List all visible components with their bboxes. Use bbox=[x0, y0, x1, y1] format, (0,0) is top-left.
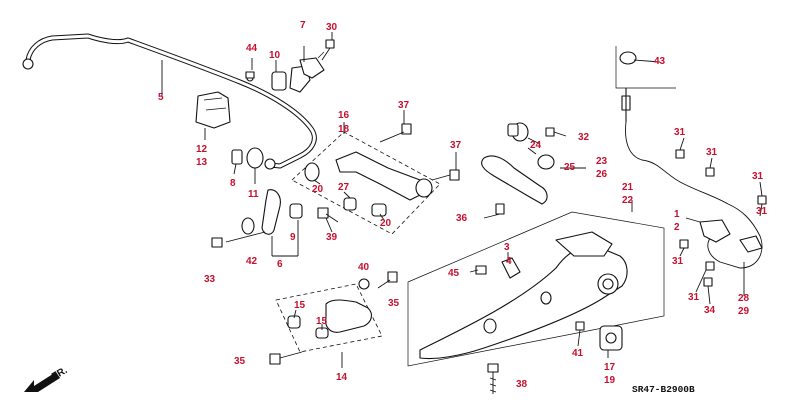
callout-31-d: 31 bbox=[756, 206, 768, 217]
callout-11: 11 bbox=[248, 189, 259, 200]
callout-35-upper: 35 bbox=[388, 298, 400, 309]
callout-45: 45 bbox=[448, 268, 460, 279]
callout-6: 6 bbox=[277, 259, 283, 270]
callout-42: 42 bbox=[246, 256, 258, 267]
leader-lines bbox=[161, 32, 763, 358]
compensator-arm bbox=[481, 122, 555, 219]
bolt-39 bbox=[317, 207, 339, 223]
callout-25: 25 bbox=[564, 162, 576, 173]
callout-7: 7 bbox=[300, 20, 306, 31]
callout-20-right: 20 bbox=[380, 218, 392, 229]
callout-16: 16 bbox=[338, 110, 350, 121]
callout-15-bottom: 15 bbox=[316, 316, 328, 327]
callout-numbers: 7 30 44 10 5 12 13 8 11 16 18 37 37 20 2… bbox=[158, 20, 768, 390]
callout-29: 29 bbox=[738, 306, 750, 317]
callout-44: 44 bbox=[246, 43, 258, 54]
lower-link-group bbox=[275, 283, 383, 368]
callout-2: 2 bbox=[674, 222, 680, 233]
callout-28: 28 bbox=[738, 293, 750, 304]
bolt-35-upper bbox=[358, 271, 398, 290]
upper-arm-group bbox=[291, 131, 441, 235]
stabilizer-bushing bbox=[245, 57, 325, 93]
callout-8: 8 bbox=[230, 178, 236, 189]
callout-43: 43 bbox=[654, 56, 666, 67]
bolt-30 bbox=[317, 39, 335, 61]
trailing-arm-group bbox=[407, 211, 665, 367]
callout-31-f: 31 bbox=[688, 292, 700, 303]
callout-31-c: 31 bbox=[752, 171, 764, 182]
callout-20-left: 20 bbox=[312, 184, 324, 195]
callout-13: 13 bbox=[196, 157, 208, 168]
bolt-38 bbox=[487, 363, 499, 394]
callout-17: 17 bbox=[604, 362, 616, 373]
callout-4: 4 bbox=[506, 256, 512, 267]
callout-30: 30 bbox=[326, 22, 338, 33]
callout-31-b: 31 bbox=[706, 147, 718, 158]
callout-23: 23 bbox=[596, 156, 608, 167]
callout-26: 26 bbox=[596, 169, 608, 180]
front-direction-arrow: FR. bbox=[24, 365, 70, 392]
callout-33: 33 bbox=[204, 274, 216, 285]
callout-31-e: 31 bbox=[672, 256, 684, 267]
abs-sensor-harness bbox=[615, 46, 767, 287]
callout-35-lower: 35 bbox=[234, 356, 246, 367]
callout-37-upper: 37 bbox=[398, 100, 410, 111]
bolt-35-lower bbox=[269, 351, 303, 365]
callout-38: 38 bbox=[516, 379, 528, 390]
stabilizer-bracket bbox=[195, 91, 231, 140]
callout-32: 32 bbox=[578, 132, 590, 143]
callout-3: 3 bbox=[504, 242, 510, 253]
callout-31-a: 31 bbox=[674, 127, 686, 138]
bolt-37-upper bbox=[379, 123, 460, 181]
callout-27: 27 bbox=[338, 182, 350, 193]
callout-19: 19 bbox=[604, 375, 616, 386]
stabilizer-bar bbox=[22, 33, 317, 170]
stabilizer-link bbox=[211, 147, 303, 257]
callout-9: 9 bbox=[290, 232, 296, 243]
diagram-code: SR47-B2900B bbox=[632, 384, 695, 395]
callout-24: 24 bbox=[530, 140, 542, 151]
hub-knuckle bbox=[575, 321, 623, 351]
callout-39: 39 bbox=[326, 232, 338, 243]
callout-5: 5 bbox=[158, 92, 164, 103]
callout-21: 21 bbox=[622, 182, 634, 193]
callout-12: 12 bbox=[196, 144, 208, 155]
direction-label: FR. bbox=[50, 365, 70, 383]
callout-22: 22 bbox=[622, 195, 634, 206]
callout-34: 34 bbox=[704, 305, 716, 316]
callout-14: 14 bbox=[336, 372, 348, 383]
callout-15-top: 15 bbox=[294, 300, 306, 311]
callout-10: 10 bbox=[269, 50, 281, 61]
callout-36: 36 bbox=[456, 213, 468, 224]
callout-40: 40 bbox=[358, 262, 370, 273]
callout-1: 1 bbox=[674, 209, 680, 220]
callout-41: 41 bbox=[572, 348, 584, 359]
callout-37-lower: 37 bbox=[450, 140, 462, 151]
callout-18: 18 bbox=[338, 124, 350, 135]
